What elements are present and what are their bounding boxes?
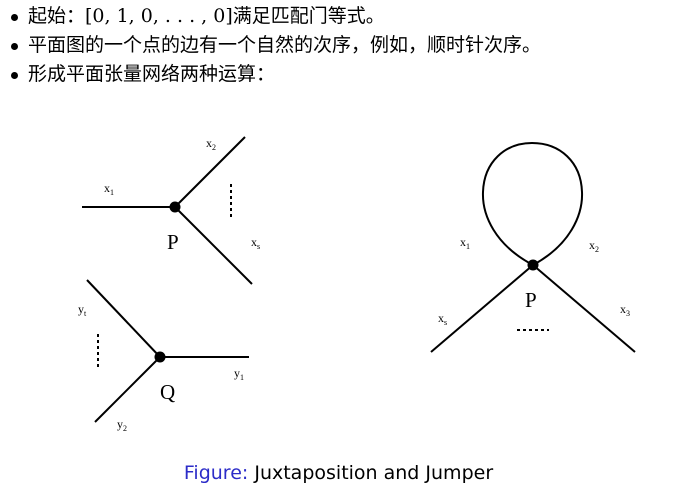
node-label-p: P: [525, 288, 537, 312]
figure-caption: Figure: Juxtaposition and Jumper: [0, 462, 677, 484]
label-x3: x3: [620, 302, 630, 318]
edge-y2: [94, 356, 161, 423]
edge-xs: [430, 264, 534, 353]
label-x1: x1: [460, 235, 470, 251]
label-xs: xs: [438, 311, 447, 327]
caption-text: Juxtaposition and Jumper: [254, 462, 494, 484]
label-x2: x2: [206, 136, 216, 152]
caption-prefix: Figure:: [183, 462, 249, 484]
bullet-list: 起始：[0, 1, 0, . . . , 0]满足匹配门等式。 平面图的一个点的…: [8, 2, 673, 89]
bullet-marker: [11, 72, 18, 79]
bullet-marker: [11, 14, 18, 21]
juxtaposition-bottom-graph: [86, 279, 249, 423]
bullet-item: 起始：[0, 1, 0, . . . , 0]满足匹配门等式。: [8, 2, 673, 31]
edge-xs: [174, 206, 253, 285]
node-label-p: P: [167, 230, 179, 254]
label-x1: x1: [104, 181, 114, 197]
jumper-graph: [430, 141, 636, 353]
label-x2: x2: [589, 238, 599, 254]
label-y2: y2: [117, 417, 127, 433]
label-yt: yt: [78, 302, 87, 318]
label-xs: xs: [251, 235, 260, 251]
label-y1: y1: [234, 366, 244, 382]
edge-x3: [532, 264, 636, 353]
node-label-q: Q: [160, 380, 175, 404]
node-p: [169, 201, 181, 213]
bullet-text: 平面图的一个点的边有一个自然的次序，例如，顺时针次序。: [28, 34, 542, 56]
bullet-item: 平面图的一个点的边有一个自然的次序，例如，顺时针次序。: [8, 31, 673, 60]
edge-yt: [86, 279, 161, 358]
bullet-text: 起始：[0, 1, 0, . . . , 0]满足匹配门等式。: [28, 5, 385, 27]
loop-edge: [481, 141, 584, 267]
node-p: [527, 259, 539, 271]
bullet-marker: [11, 43, 18, 50]
bullet-text: 形成平面张量网络两种运算：: [28, 63, 276, 85]
bullet-item: 形成平面张量网络两种运算：: [8, 60, 673, 89]
juxtaposition-top-graph: [82, 136, 253, 285]
edge-x2: [174, 136, 246, 208]
node-q: [154, 351, 166, 363]
